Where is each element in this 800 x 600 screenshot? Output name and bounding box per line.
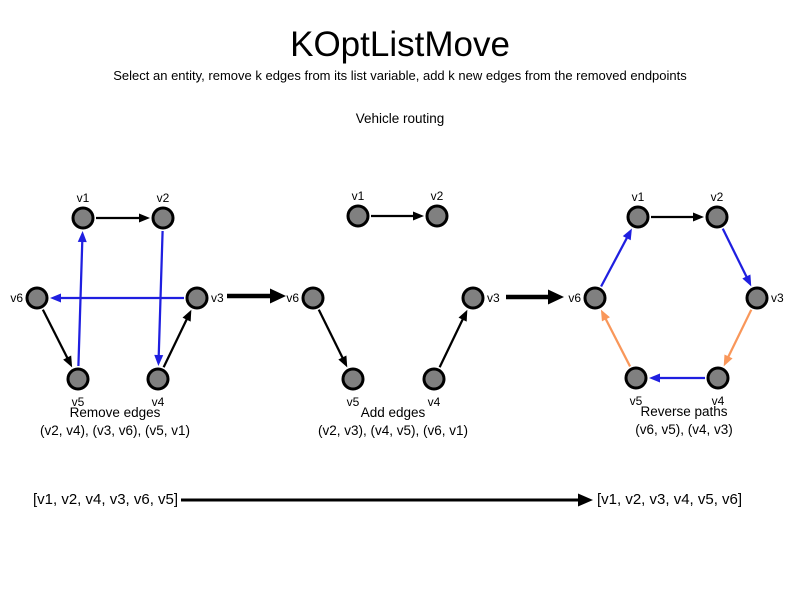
reverse-paths-edge-v1-v2-head (693, 212, 704, 222)
reverse-paths-edge-v4-v5-head (649, 373, 660, 383)
example-label: Vehicle routing (355, 111, 445, 126)
page-subtitle: Select an entity, remove k edges from it… (113, 68, 687, 83)
remove-edges-edge-v1-v2-head (139, 213, 150, 223)
reverse-paths-node-v4 (706, 366, 730, 390)
add-edges-node-v1 (346, 204, 370, 228)
add-edges-edge-v4-v3-head (458, 309, 468, 322)
flow-arrow-add-to-reverse-head (548, 289, 564, 305)
remove-edges-edge-v2-v4 (157, 230, 164, 360)
add-edges-node-v2 (425, 204, 449, 228)
reverse-paths-edge-v3-v4-head (723, 354, 733, 367)
reverse-paths-node-v5 (624, 366, 648, 390)
remove-edges-node-label-v4: v4 (152, 395, 165, 409)
remove-edges-edge-v3-v6-head (50, 293, 61, 303)
reverse-paths-edge-v6-v1 (600, 233, 631, 288)
add-edges-node-label-v4: v4 (428, 395, 441, 409)
add-edges-node-v4 (422, 367, 446, 391)
reverse-paths-caption: Reverse paths (640, 404, 728, 419)
reverse-paths-node-label-v1: v1 (632, 190, 645, 204)
remove-edges-node-v3 (185, 286, 209, 310)
reverse-paths-detail: (v6, v5), (v4, v3) (635, 422, 733, 437)
reverse-paths-edge-v5-v6-head (600, 309, 610, 322)
add-edges-node-label-v5: v5 (347, 395, 360, 409)
reverse-paths-node-v3 (745, 286, 769, 310)
flow-arrow-remove-to-add-head (270, 288, 286, 304)
transformation-arrow-head (578, 493, 593, 507)
remove-edges-detail: (v2, v4), (v3, v6), (v5, v1) (39, 423, 191, 438)
add-edges-edge-v6-v5 (317, 309, 346, 363)
remove-edges-edge-v4-v3 (162, 314, 190, 368)
reverse-paths-node-v6 (583, 286, 607, 310)
reverse-paths-node-label-v4: v4 (712, 394, 725, 408)
reverse-paths-node-v2 (705, 205, 729, 229)
reverse-paths-edge-v5-v6 (602, 314, 632, 367)
reverse-paths-node-label-v3: v3 (771, 291, 784, 305)
add-edges-edge-v4-v3 (438, 314, 466, 368)
add-edges-caption: Add edges (360, 405, 426, 420)
reverse-paths-node-label-v6: v6 (568, 291, 581, 305)
remove-edges-node-label-v1: v1 (77, 191, 90, 205)
reverse-paths-edge-v6-v1-head (622, 228, 632, 241)
remove-edges-node-label-v2: v2 (157, 191, 170, 205)
remove-edges-node-v4 (146, 367, 170, 391)
page-title: KOptListMove (290, 25, 510, 64)
add-edges-node-label-v3: v3 (487, 291, 500, 305)
remove-edges-edge-v4-v3-head (182, 309, 192, 322)
add-edges-node-label-v6: v6 (286, 291, 299, 305)
remove-edges-node-label-v3: v3 (211, 291, 224, 305)
add-edges-node-label-v2: v2 (431, 189, 444, 203)
remove-edges-node-v1 (71, 206, 95, 230)
reverse-paths-node-v1 (626, 205, 650, 229)
remove-edges-edge-v6-v5 (41, 309, 71, 363)
remove-edges-edge-v5-v1-head (77, 230, 87, 243)
remove-edges-node-label-v5: v5 (72, 395, 85, 409)
add-edges-node-v5 (341, 367, 365, 391)
remove-edges-node-v6 (25, 286, 49, 310)
add-edges-detail: (v2, v3), (v4, v5), (v6, v1) (317, 423, 469, 438)
list-after: [v1, v2, v3, v4, v5, v6] (597, 491, 743, 508)
reverse-paths-node-label-v2: v2 (711, 190, 724, 204)
remove-edges-node-v2 (151, 206, 175, 230)
reverse-paths-edge-v2-v3 (721, 228, 750, 282)
reverse-paths-node-label-v5: v5 (630, 394, 643, 408)
remove-edges-node-v5 (66, 367, 90, 391)
remove-edges-caption: Remove edges (69, 405, 161, 420)
add-edges-edge-v1-v2-head (413, 211, 424, 221)
list-before: [v1, v2, v4, v3, v6, v5] (33, 491, 179, 508)
add-edges-edge-v6-v5-head (338, 355, 348, 368)
add-edges-node-v3 (461, 286, 485, 310)
add-edges-node-label-v1: v1 (352, 189, 365, 203)
remove-edges-edge-v5-v1 (77, 237, 84, 367)
reverse-paths-edge-v2-v3-head (742, 274, 752, 287)
remove-edges-edge-v6-v5-head (63, 355, 73, 368)
remove-edges-node-label-v6: v6 (10, 291, 23, 305)
reverse-paths-edge-v3-v4 (725, 309, 753, 362)
add-edges-node-v6 (301, 286, 325, 310)
remove-edges-edge-v2-v4-head (154, 354, 164, 367)
